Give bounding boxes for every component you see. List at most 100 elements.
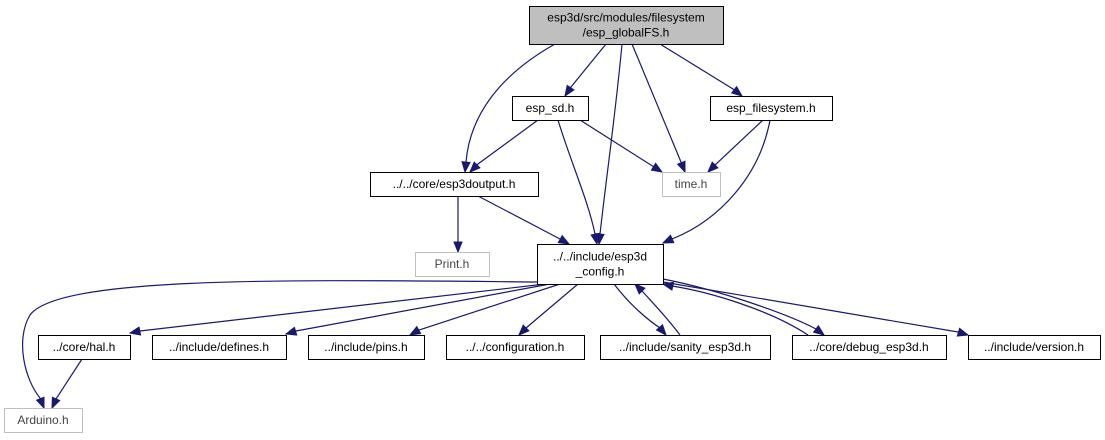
arrowhead bbox=[128, 326, 142, 336]
arrowhead bbox=[564, 84, 575, 98]
node-box bbox=[529, 6, 724, 45]
edge-config-to-defines bbox=[284, 283, 551, 336]
edge-line bbox=[631, 43, 686, 173]
edge-esp3doutput-to-print bbox=[453, 196, 463, 254]
node-sanity[interactable]: ../include/sanity_esp3d.h bbox=[600, 335, 771, 360]
arrowhead bbox=[655, 323, 667, 337]
node-arduino[interactable]: Arduino.h bbox=[4, 408, 83, 433]
node-label: ../core/hal.h bbox=[53, 340, 116, 354]
edge-esp_sd-to-time bbox=[579, 119, 664, 173]
edge-config-to-hal bbox=[128, 283, 546, 336]
node-box bbox=[4, 408, 83, 433]
edge-esp3doutput-to-config bbox=[477, 195, 571, 245]
arrowhead bbox=[650, 162, 664, 173]
node-label: time.h bbox=[675, 177, 708, 191]
node-box bbox=[600, 335, 771, 360]
arrowhead bbox=[51, 396, 61, 410]
edge-line bbox=[557, 119, 598, 245]
node-label: _config.h bbox=[575, 265, 625, 279]
node-label: Print.h bbox=[435, 257, 470, 271]
node-print[interactable]: Print.h bbox=[415, 252, 490, 277]
node-label: ../include/version.h bbox=[984, 340, 1084, 354]
node-label: ../include/defines.h bbox=[169, 340, 269, 354]
node-label: ../../core/esp3doutput.h bbox=[393, 177, 516, 191]
edge-line bbox=[518, 283, 579, 336]
arrowhead bbox=[453, 241, 463, 254]
node-esp_sd[interactable]: esp_sd.h bbox=[512, 96, 589, 121]
nodes-layer: esp3d/src/modules/filesystem/esp_globalF… bbox=[4, 6, 1101, 433]
edge-line bbox=[634, 283, 681, 336]
node-box bbox=[38, 335, 131, 360]
edge-hal-to-arduino bbox=[51, 358, 83, 410]
node-label: ../../include/esp3d bbox=[553, 250, 647, 264]
arrowhead bbox=[408, 325, 422, 336]
edge-line bbox=[598, 43, 623, 245]
node-debug[interactable]: ../core/debug_esp3d.h bbox=[792, 335, 947, 360]
node-configuration[interactable]: ../../configuration.h bbox=[446, 335, 585, 360]
edge-config-to-version bbox=[662, 281, 970, 337]
node-box bbox=[662, 172, 721, 197]
arrowhead bbox=[461, 161, 471, 174]
node-label: esp_sd.h bbox=[526, 101, 575, 115]
node-label: ../../configuration.h bbox=[466, 340, 565, 354]
node-time[interactable]: time.h bbox=[662, 172, 721, 197]
edge-line bbox=[409, 283, 561, 336]
node-label: ../core/debug_esp3d.h bbox=[809, 340, 928, 354]
edge-line bbox=[579, 119, 663, 173]
edge-root-to-esp3doutput bbox=[461, 43, 556, 174]
edge-debug-to-config bbox=[661, 281, 809, 336]
edge-line bbox=[469, 119, 539, 173]
node-label: ../include/pins.h bbox=[324, 340, 407, 354]
edge-root-to-time bbox=[631, 43, 686, 174]
node-box bbox=[512, 96, 589, 121]
edge-config-to-configuration bbox=[518, 283, 579, 336]
arrowhead bbox=[730, 85, 744, 97]
edge-config-to-pins bbox=[408, 283, 561, 336]
edge-esp_sd-to-esp3doutput bbox=[469, 119, 539, 173]
arrowhead bbox=[707, 161, 719, 173]
arrowhead bbox=[284, 326, 298, 336]
node-box bbox=[152, 335, 287, 360]
arrowhead bbox=[634, 283, 646, 295]
edge-line bbox=[662, 283, 809, 336]
edges-layer bbox=[22, 43, 970, 410]
edge-line bbox=[662, 281, 969, 336]
arrowhead bbox=[469, 161, 481, 173]
node-box bbox=[370, 172, 539, 197]
node-box bbox=[415, 252, 490, 277]
arrowhead bbox=[35, 396, 45, 410]
arrowhead bbox=[956, 327, 970, 337]
node-label: Arduino.h bbox=[17, 413, 68, 427]
node-label: /esp_globalFS.h bbox=[583, 26, 670, 40]
edge-esp_filesystem-to-time bbox=[707, 119, 764, 173]
node-version[interactable]: ../include/version.h bbox=[968, 335, 1101, 360]
edge-config-to-arduino bbox=[22, 280, 541, 410]
node-box bbox=[308, 335, 425, 360]
edge-sanity-to-config bbox=[634, 283, 681, 336]
edge-line bbox=[129, 283, 546, 334]
edge-line bbox=[464, 43, 556, 173]
node-config[interactable]: ../../include/esp3d_config.h bbox=[537, 244, 664, 285]
arrowhead bbox=[557, 234, 571, 245]
edge-esp_sd-to-config bbox=[557, 119, 600, 246]
node-defines[interactable]: ../include/defines.h bbox=[152, 335, 287, 360]
node-label: ../include/sanity_esp3d.h bbox=[619, 340, 751, 354]
node-box bbox=[792, 335, 947, 360]
edge-line bbox=[22, 280, 541, 409]
node-box bbox=[710, 96, 833, 121]
node-hal[interactable]: ../core/hal.h bbox=[38, 335, 131, 360]
node-pins[interactable]: ../include/pins.h bbox=[308, 335, 425, 360]
edge-line bbox=[662, 278, 825, 336]
edge-line bbox=[477, 195, 570, 245]
node-root: esp3d/src/modules/filesystem/esp_globalF… bbox=[529, 6, 724, 45]
node-box bbox=[968, 335, 1101, 360]
node-esp3doutput[interactable]: ../../core/esp3doutput.h bbox=[370, 172, 539, 197]
arrowhead bbox=[518, 324, 530, 336]
node-label: esp3d/src/modules/filesystem bbox=[547, 11, 704, 25]
edge-line bbox=[662, 119, 771, 244]
node-esp_filesystem[interactable]: esp_filesystem.h bbox=[710, 96, 833, 121]
node-label: esp_filesystem.h bbox=[726, 101, 815, 115]
arrowhead bbox=[590, 232, 600, 246]
edge-esp_filesystem-to-config bbox=[661, 119, 771, 244]
